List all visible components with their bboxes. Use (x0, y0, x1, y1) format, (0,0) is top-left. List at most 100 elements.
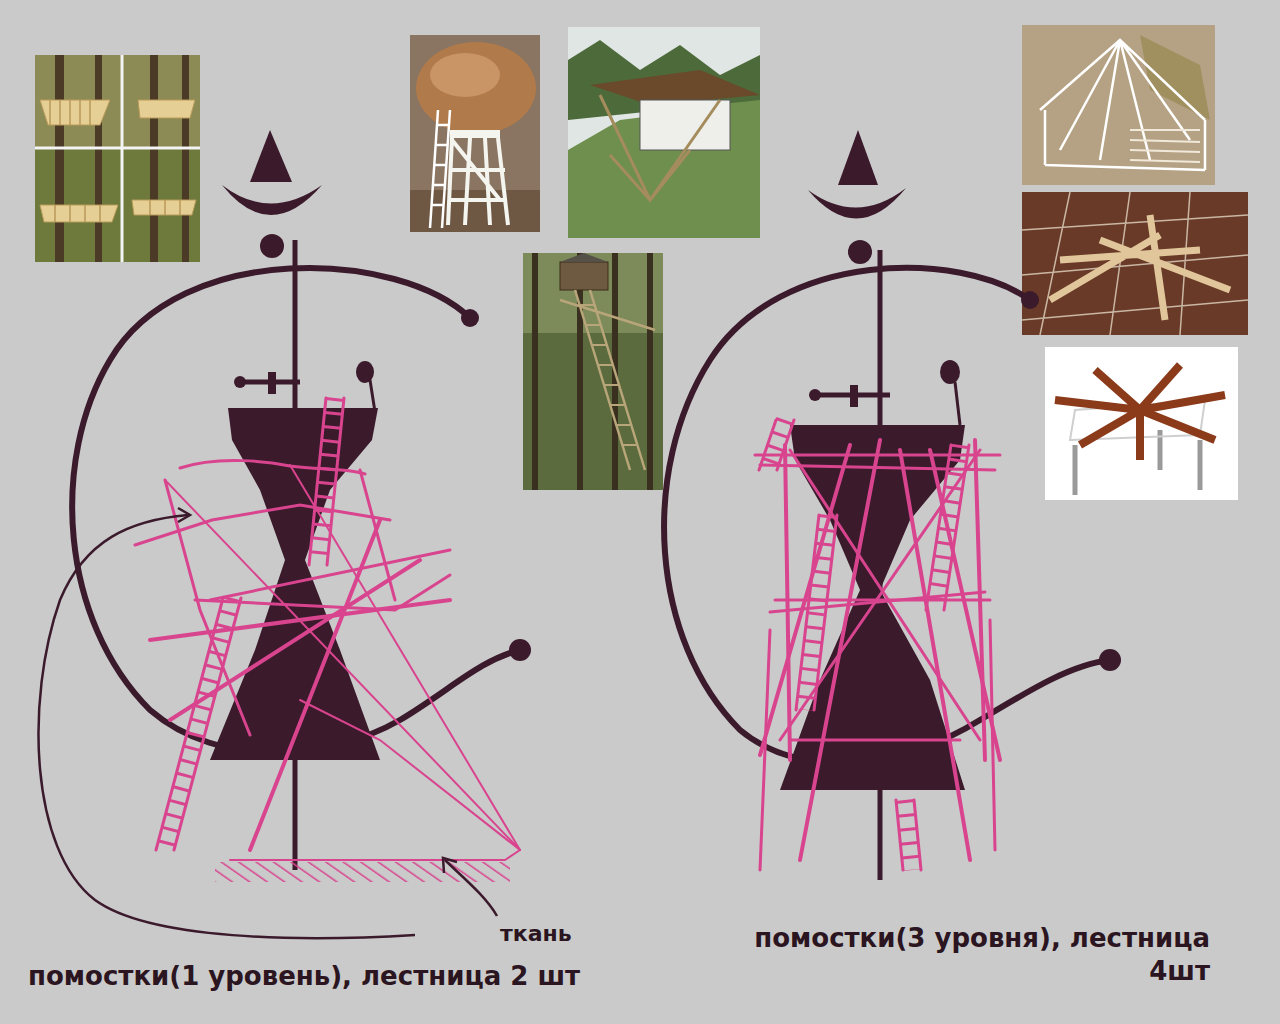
right-figure (664, 130, 1121, 880)
reference-photo-part (430, 110, 450, 228)
right-scaffold-part (759, 420, 794, 470)
reference-photo-part (560, 262, 608, 290)
reference-photo-part (35, 147, 200, 150)
reference-photo-part (535, 253, 650, 490)
left-figure-part (461, 309, 479, 327)
reference-photo-part (523, 253, 663, 333)
reference-photo-part (35, 55, 200, 262)
right-figure-part (808, 188, 906, 219)
reference-photo-part (40, 100, 195, 125)
left-figure-part (268, 372, 276, 394)
left-scaffold-part (230, 850, 520, 860)
right-scaffold-part (785, 445, 790, 760)
left-scaffold-part (156, 598, 241, 850)
reference-photo (410, 35, 540, 232)
right-figure-part (955, 382, 960, 425)
reference-photo-part (1022, 25, 1215, 185)
left-scaffold-part (290, 465, 520, 850)
callout-label: ткань (500, 920, 640, 948)
reference-photo (1045, 347, 1238, 500)
left-figure-part (222, 185, 322, 215)
right-figure-part (1021, 291, 1039, 309)
reference-photo-part (150, 55, 158, 262)
reference-photo-part (95, 55, 102, 262)
right-scaffold-part (800, 440, 880, 860)
right-scaffold (755, 420, 1000, 870)
leader-line (38, 508, 497, 938)
reference-photo-part (1045, 347, 1238, 500)
left-scaffold-part (165, 598, 232, 850)
reference-photo (1022, 192, 1248, 335)
left-figure-part (356, 361, 374, 383)
left-figure (72, 130, 531, 870)
left-scaffold-part (210, 550, 450, 600)
reference-photo (568, 27, 760, 238)
left-figure-part (370, 380, 375, 412)
right-scaffold-part (805, 515, 828, 710)
reference-photo-part (1022, 192, 1248, 335)
right-scaffold-part (926, 445, 969, 610)
caption-note: помостки(3 уровня), лестница 4шт (735, 922, 1210, 987)
right-scaffold-part (760, 630, 770, 870)
left-scaffold-part (360, 470, 395, 600)
left-figure-part (509, 639, 531, 661)
right-figure-part (838, 130, 878, 185)
right-figure-part (850, 385, 858, 407)
reference-photo-part (1055, 365, 1225, 460)
right-figure-part (1099, 649, 1121, 671)
reference-photo-part (121, 55, 124, 262)
left-scaffold-part (309, 398, 344, 565)
left-scaffold-part (195, 575, 450, 610)
reference-photo-part (410, 35, 540, 232)
left-scaffold (135, 398, 520, 882)
right-figure-part (940, 360, 960, 384)
leader-line-part (178, 508, 190, 522)
right-scaffold-part (770, 592, 985, 612)
left-scaffold-part (300, 700, 520, 850)
reference-photo-part (580, 305, 636, 445)
reference-photo-part (1040, 40, 1205, 170)
right-scaffold-part (935, 445, 960, 610)
reference-photo-part (600, 95, 720, 200)
caption-note: помостки(1 уровень), лестница 2 шт (28, 960, 668, 993)
reference-photo-part (523, 253, 663, 490)
reference-photo-part (568, 27, 760, 238)
right-scaffold-part (780, 450, 980, 740)
reference-photo-part (1022, 192, 1248, 335)
reference-photo (35, 55, 200, 262)
reference-photo (1022, 25, 1215, 185)
right-scaffold-part (905, 800, 912, 870)
right-figure-part (809, 389, 821, 401)
right-scaffold-part (768, 420, 785, 470)
reference-photo-part (560, 290, 655, 470)
right-scaffold-part (975, 440, 985, 760)
right-scaffold-part (896, 800, 921, 870)
reference-photo (523, 253, 663, 490)
reference-photo-part (50, 100, 180, 222)
reference-photo-part (416, 42, 536, 134)
right-scaffold-part (760, 465, 995, 470)
leader-line-part (445, 860, 497, 916)
reference-photo-part (182, 55, 189, 262)
right-scaffold-part (796, 515, 837, 710)
reference-photo-part (560, 253, 608, 262)
right-figure-part (848, 240, 872, 264)
reference-photo-part (1050, 215, 1230, 320)
left-figure-part (260, 234, 284, 258)
leader-line-part (443, 858, 457, 873)
left-figure-part (250, 130, 292, 182)
reference-photo-part (1130, 130, 1200, 162)
right-scaffold-part (990, 620, 995, 850)
left-scaffold-part (170, 560, 420, 720)
right-scaffold-part (930, 450, 1000, 760)
reference-photo-part (40, 200, 196, 222)
reference-photo-part (448, 138, 508, 225)
right-scaffold-part (790, 739, 960, 742)
reference-photo-part (430, 53, 500, 97)
reference-photo-part (1140, 35, 1210, 120)
left-scaffold-part (318, 398, 335, 565)
left-scaffold-part (165, 480, 520, 850)
reference-photo-part (450, 130, 500, 138)
